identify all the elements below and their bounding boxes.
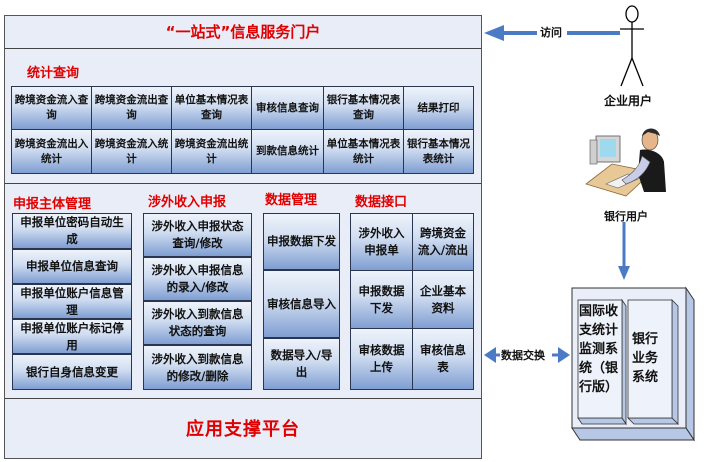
stats-button[interactable]: 跨境资金流出入统计 [11,129,92,174]
platform-band: 应用支撑平台 [5,398,481,458]
bop-system-panel [577,299,623,419]
bank-user-arrow [618,222,630,280]
interface-button[interactable]: 审核信息表 [412,328,474,390]
data-mgmt-button[interactable]: 申报数据下发 [263,213,340,270]
entity-button[interactable]: 申报单位密码自动生成 [12,213,132,249]
exchange-arrow-right-head [558,347,570,363]
access-arrow [484,24,620,42]
income-button[interactable]: 涉外收入申报状态查询/修改 [143,213,252,257]
interface-button[interactable]: 跨境资金流入/流出 [412,213,474,271]
stats-title: 统计查询 [27,66,80,81]
stats-grid: 跨境资金流入查询 跨境资金流出查询 单位基本情况表查询 审核信息查询 银行基本情… [11,86,483,174]
data-mgmt-button[interactable]: 数据导入/导出 [263,338,340,390]
interface-button[interactable]: 审核数据上传 [350,328,413,390]
enterprise-user-icon [620,5,644,87]
stats-button[interactable]: 跨境资金流入统计 [91,129,172,174]
stats-button[interactable]: 结果打印 [403,86,474,130]
bop-system-label: 国际收支统计监测系统（银行版） [579,304,619,395]
entity-title: 申报主体管理 [13,197,92,212]
stats-button[interactable]: 银行基本情况表查询 [323,86,404,130]
bank-user-label: 银行用户 [604,210,648,223]
interface-button[interactable]: 涉外收入申报单 [350,213,413,271]
bank-user-icon [585,128,666,197]
portal-title: “一站式”信息服务门户 [165,23,321,41]
interface-button[interactable]: 企业基本资料 [412,270,474,329]
stats-button[interactable]: 单位基本情况表查询 [171,86,252,130]
stats-button[interactable]: 银行基本情况表统计 [403,129,474,174]
portal-band: “一站式”信息服务门户 [5,16,481,49]
stats-button[interactable]: 单位基本情况表统计 [323,129,404,174]
stats-button[interactable]: 到款信息统计 [251,129,324,174]
stats-button[interactable]: 跨境资金流出统计 [171,129,252,174]
exchange-label-bg [500,346,552,364]
income-title: 涉外收入申报 [148,195,227,210]
bank-system-label: 银行业务系统 [632,332,659,385]
systems-box [571,286,695,442]
stats-button[interactable]: 跨境资金流出查询 [91,86,172,130]
income-button[interactable]: 涉外收入申报信息的录入/修改 [143,257,252,301]
architecture-frame: “一站式”信息服务门户 统计查询 跨境资金流入查询 跨境资金流出查询 单位基本情… [4,15,482,459]
platform-title: 应用支撑平台 [186,419,300,440]
entity-button[interactable]: 申报单位账户信息管理 [12,284,132,319]
bank-user-arrow-head [618,266,630,280]
access-label-bg [537,24,567,42]
entity-button[interactable]: 银行自身信息变更 [12,354,132,390]
interface-button[interactable]: 申报数据下发 [350,270,413,329]
income-button[interactable]: 涉外收入到款信息的修改/删除 [143,345,252,390]
stats-button[interactable]: 审核信息查询 [251,86,324,130]
entity-button[interactable]: 申报单位账户标记停用 [12,319,132,354]
data-exchange-arrow [484,346,570,364]
stats-button[interactable]: 跨境资金流入查询 [11,86,92,130]
income-button[interactable]: 涉外收入到款信息状态的查询 [143,301,252,345]
access-label: 访问 [540,26,562,39]
data-exchange-label: 数据交换 [501,349,545,362]
data-mgmt-button[interactable]: 审核信息导入 [263,270,340,338]
exchange-arrow-left-head [484,347,496,363]
bank-system-panel [627,299,673,419]
business-section: 申报主体管理 申报单位密码自动生成 申报单位信息查询 申报单位账户信息管理 申报… [5,183,481,399]
stats-section: 统计查询 跨境资金流入查询 跨境资金流出查询 单位基本情况表查询 审核信息查询 … [5,48,481,184]
interface-title: 数据接口 [355,195,408,210]
enterprise-user-label: 企业用户 [604,94,653,108]
data-mgmt-title: 数据管理 [265,193,318,208]
entity-button[interactable]: 申报单位信息查询 [12,249,132,284]
access-arrow-head [484,25,504,41]
